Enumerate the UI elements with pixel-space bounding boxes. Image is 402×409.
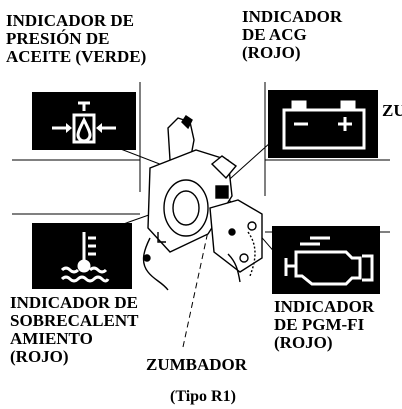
battery-icon <box>268 90 378 158</box>
label-pgm-fi: INDICADOR DE PGM-FI (ROJO) <box>274 297 375 352</box>
label-zu-cut: ZU <box>382 101 402 120</box>
engine-check-icon <box>272 226 380 294</box>
label-type-r1: (Tipo R1) <box>170 388 236 405</box>
leader-buzzer <box>182 221 211 348</box>
label-buzzer: ZUMBADOR <box>146 355 248 374</box>
oil-pressure-icon <box>32 92 136 150</box>
label-overheat: INDICADOR DE SOBRECALENT AMIENTO (ROJO) <box>10 293 139 366</box>
label-acg: INDICADOR DE ACG (ROJO) <box>242 7 343 62</box>
engine-switch-part <box>142 115 263 291</box>
coolant-temperature-icon <box>32 223 132 289</box>
label-oil-pressure: INDICADOR DE PRESIÓN DE ACEITE (VERDE) <box>6 11 147 66</box>
